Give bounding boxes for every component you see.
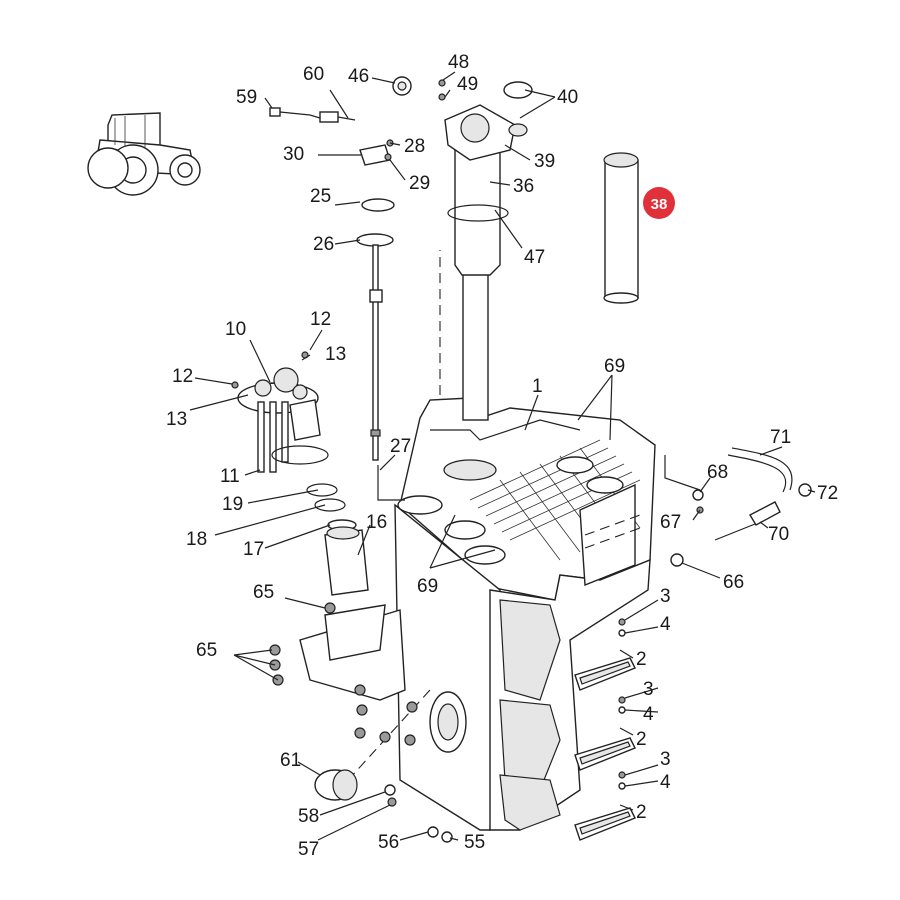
step-plates — [574, 618, 636, 841]
callout-56: 56 — [378, 832, 399, 853]
callout-36: 36 — [513, 176, 534, 197]
callout-25: 25 — [310, 186, 331, 207]
callout-69: 69 — [604, 356, 625, 377]
callout-66: 66 — [723, 572, 744, 593]
callout-72: 72 — [817, 483, 838, 504]
callout-3: 3 — [660, 586, 671, 607]
callout-65: 65 — [253, 582, 274, 603]
bottom-fittings — [269, 602, 453, 843]
callout-30: 30 — [283, 144, 304, 165]
callout-60: 60 — [303, 64, 324, 85]
highlight-badge-label: 38 — [651, 196, 668, 213]
callout-49: 49 — [457, 74, 478, 95]
callout-27: 27 — [390, 436, 411, 457]
callout-28: 28 — [404, 136, 425, 157]
callout-13: 13 — [325, 344, 346, 365]
callout-65: 65 — [196, 640, 217, 661]
fuel-tank-body — [299, 250, 656, 831]
callout-1: 1 — [532, 376, 543, 397]
callout-48: 48 — [448, 52, 469, 73]
callout-4: 4 — [660, 614, 671, 635]
callout-3: 3 — [660, 749, 671, 770]
callout-68: 68 — [707, 462, 728, 483]
pump-assembly — [231, 351, 369, 596]
callout-69: 69 — [417, 576, 438, 597]
callout-13: 13 — [166, 409, 187, 430]
callout-10: 10 — [225, 319, 246, 340]
callout-4: 4 — [643, 704, 654, 725]
callout-70: 70 — [768, 524, 789, 545]
callout-3: 3 — [643, 679, 654, 700]
callout-40: 40 — [557, 87, 578, 108]
callout-67: 67 — [660, 512, 681, 533]
callout-29: 29 — [409, 173, 430, 194]
callout-61: 61 — [280, 750, 301, 771]
callout-19: 19 — [222, 494, 243, 515]
callout-55: 55 — [464, 832, 485, 853]
tractor-thumbnail-icon — [87, 112, 201, 196]
callout-4: 4 — [660, 772, 671, 793]
filler-neck-assembly — [392, 76, 533, 421]
callout-71: 71 — [770, 427, 791, 448]
callout-18: 18 — [186, 529, 207, 550]
callout-12: 12 — [172, 366, 193, 387]
callout-2: 2 — [636, 729, 647, 750]
callout-39: 39 — [534, 151, 555, 172]
callout-2: 2 — [636, 802, 647, 823]
callout-58: 58 — [298, 806, 319, 827]
drain-and-hose — [664, 447, 812, 567]
callout-17: 17 — [243, 539, 264, 560]
highlight-badge-38[interactable]: 38 — [643, 187, 675, 219]
callout-11: 11 — [220, 466, 240, 487]
leader-lines — [189, 71, 816, 841]
callout-2: 2 — [636, 649, 647, 670]
callout-12: 12 — [310, 309, 331, 330]
callout-26: 26 — [313, 234, 334, 255]
callout-59: 59 — [236, 87, 257, 108]
callout-labels: 1 2 2 2 3 3 3 4 4 4 10 11 12 12 13 13 16… — [166, 52, 838, 860]
callout-46: 46 — [348, 66, 369, 87]
strainer-part-38 — [603, 152, 639, 304]
callout-57: 57 — [298, 839, 319, 860]
sensor-cable — [269, 107, 356, 123]
callout-47: 47 — [524, 247, 545, 268]
callout-16: 16 — [366, 512, 387, 533]
